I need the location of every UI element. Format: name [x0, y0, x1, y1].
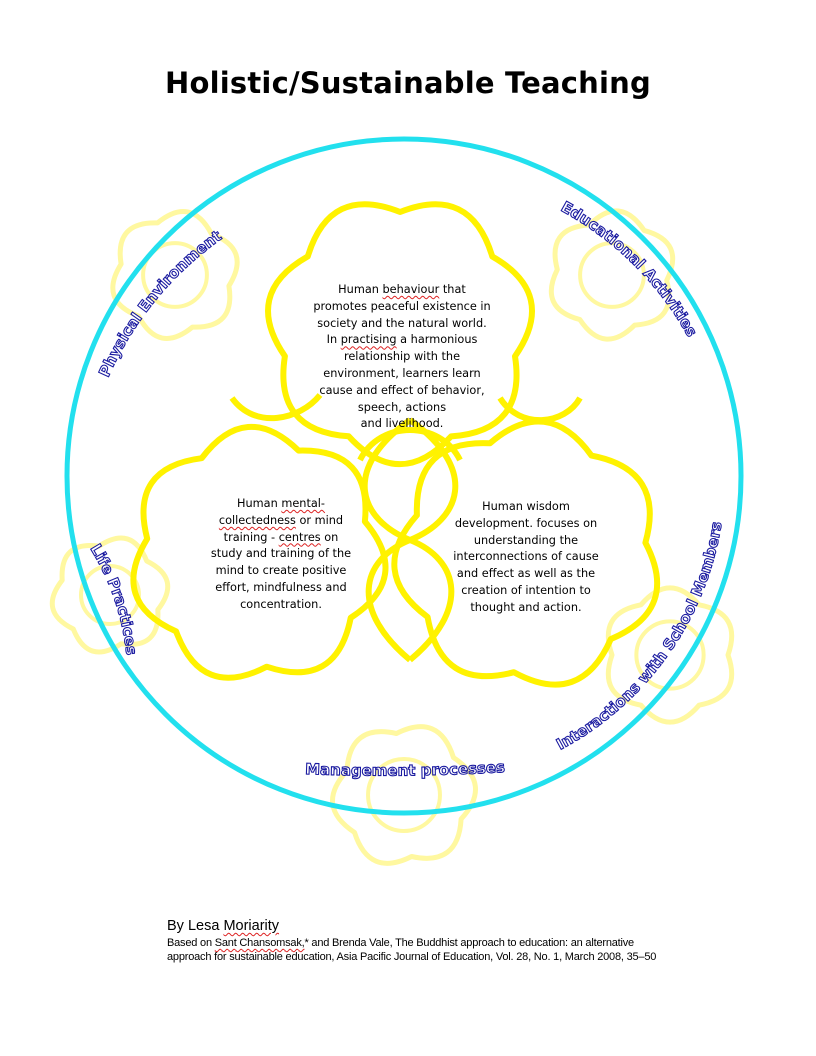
outer-flower-center — [366, 757, 442, 833]
petal-line: interconnections of cause — [453, 550, 599, 564]
petal-line: concentration. — [240, 597, 322, 611]
petal-text-mental: Human mental- collectedness or mind trai… — [176, 496, 386, 614]
page-title: Holistic/Sustainable Teaching — [165, 66, 651, 100]
outer-flower — [605, 585, 735, 725]
petal-line: environment, learners learn — [323, 366, 481, 380]
citation: Based on Sant Chansomsak,* and Brenda Va… — [167, 937, 727, 964]
inner-flower — [265, 201, 535, 468]
outer-flower — [548, 208, 676, 342]
petal-line: thought and action. — [470, 600, 582, 614]
petal-line: Human wisdom — [482, 500, 570, 513]
petal-line: promotes peaceful existence in — [313, 299, 491, 313]
outer-flower-center — [141, 241, 209, 309]
petal-line: understanding the — [473, 533, 579, 547]
petal-text-behaviour: Human behaviour that promotes peaceful e… — [296, 282, 508, 433]
author-line: By Lesa Moriarity — [167, 918, 280, 934]
petal-text-wisdom: Human wisdom development. focuses on und… — [428, 499, 624, 617]
petal-line: speech, actions — [357, 400, 447, 414]
inner-flowers — [130, 201, 661, 688]
petal-line: relationship with the — [343, 350, 461, 364]
center-knot — [229, 393, 583, 663]
petal-line: In practising a harmonious — [326, 333, 478, 347]
outer-flower-center — [634, 619, 706, 691]
citation-line-1: Based on Sant Chansomsak,* and Brenda Va… — [167, 937, 634, 949]
petal-line: mind to create positive — [215, 564, 347, 578]
label-life-practices: Life Practices — [87, 541, 141, 656]
petal-line: and effect as well as the — [456, 567, 596, 581]
outer-circle — [64, 136, 744, 816]
petal-line: creation of intention to — [461, 583, 591, 597]
petal-line: and livelihood. — [360, 417, 444, 431]
petal-line: Human mental- — [236, 497, 326, 510]
label-management-processes: Management processes — [305, 758, 506, 780]
outer-flowers — [49, 208, 735, 866]
petal-line: collectedness or mind — [218, 513, 344, 527]
outer-flower — [330, 724, 478, 866]
petal-line: study and training of the — [210, 547, 352, 561]
petal-line: training - centres on — [223, 530, 339, 544]
outer-flower — [110, 209, 240, 341]
petal-line: development. focuses on — [454, 516, 598, 530]
outer-flower — [49, 535, 171, 655]
petal-line: society and the natural world. — [317, 316, 487, 330]
outer-flower-center — [578, 241, 646, 309]
citation-line-2: approach for sustainable education, Asia… — [167, 950, 657, 963]
petal-line: Human behaviour that — [338, 283, 466, 296]
petal-line: effort, mindfulness and — [215, 580, 347, 594]
inner-flower — [391, 418, 661, 688]
inner-flower — [130, 423, 389, 681]
petal-line: cause and effect of behavior, — [319, 383, 485, 397]
